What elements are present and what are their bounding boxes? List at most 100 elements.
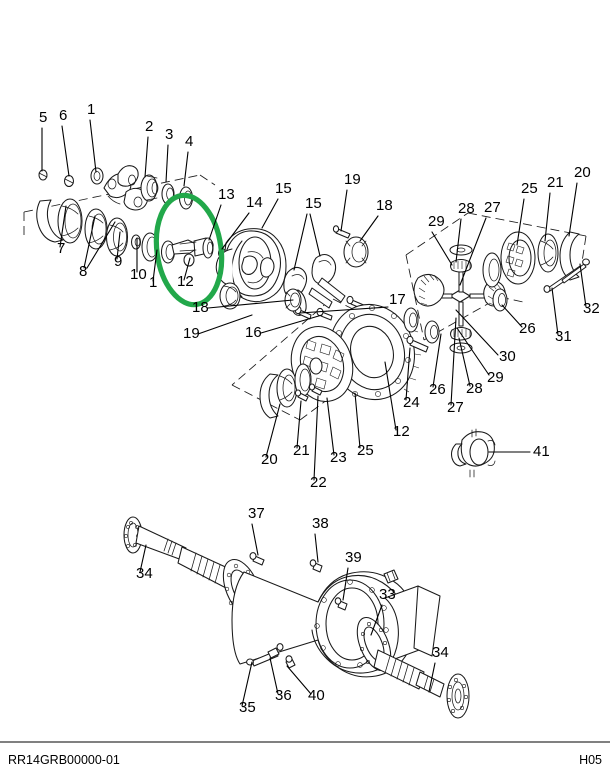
callout-leader-31	[551, 287, 559, 336]
callout-label-c9: 9	[114, 253, 122, 270]
callout-leader-4	[183, 151, 189, 187]
callout-leader-6	[61, 125, 70, 177]
callout-leader-19	[340, 189, 348, 232]
callout-leader-15	[309, 213, 321, 257]
callout-leader-25	[516, 198, 525, 246]
callout-label-c24: 24	[403, 394, 420, 411]
page-code: H05	[579, 753, 602, 767]
callout-label-c34a: 34	[136, 565, 153, 582]
callout-leader-20	[265, 403, 281, 458]
callout-label-c4: 4	[185, 133, 193, 150]
callout-label-c15a: 15	[275, 180, 292, 197]
upper-assembly	[23, 165, 590, 478]
callout-label-c29a: 29	[487, 369, 504, 386]
callout-leader-26	[432, 333, 442, 388]
callout-label-c21b: 21	[547, 174, 564, 191]
callout-label-c2: 2	[145, 118, 153, 135]
callout-leader-30	[455, 309, 499, 356]
callout-label-c14: 14	[246, 194, 263, 211]
callout-label-c26b: 26	[519, 320, 536, 337]
callout-leader-27	[459, 217, 487, 286]
callout-leader-34	[428, 662, 436, 693]
callout-leader-26	[501, 304, 523, 328]
callout-label-c5: 5	[39, 109, 47, 126]
callout-label-c12a: 12	[177, 273, 194, 290]
callout-leader-33	[370, 604, 383, 636]
callout-leader-40	[286, 665, 312, 695]
case-bearing-left-group	[259, 363, 323, 419]
callout-leader-35	[241, 661, 253, 707]
callout-label-c25b: 25	[521, 180, 538, 197]
callout-leader-34	[139, 544, 147, 573]
callout-label-c3: 3	[165, 126, 173, 143]
callout-leader-24	[405, 347, 411, 401]
yoke-cross-group	[90, 165, 148, 211]
callout-label-c28a: 28	[466, 380, 483, 397]
callout-label-c37: 37	[248, 505, 265, 522]
carrier-seal-group	[284, 236, 369, 312]
callout-label-c25a: 25	[357, 442, 374, 459]
callout-label-c33: 33	[379, 586, 396, 603]
axle-shaft-right	[373, 649, 470, 719]
callout-label-c13: 13	[218, 186, 235, 203]
callout-leader-20	[568, 182, 578, 237]
ring-gear-bolt-group	[406, 335, 429, 353]
callout-label-c41: 41	[533, 443, 550, 460]
callout-leader-15	[293, 213, 308, 271]
callout-label-c7: 7	[57, 240, 65, 257]
differential-bearing-right	[537, 233, 559, 273]
callout-label-c36: 36	[275, 687, 292, 704]
callout-leader-3	[165, 144, 169, 183]
callout-leader-29	[456, 327, 490, 376]
callout-leader-27	[450, 317, 457, 406]
callout-leader-13	[208, 204, 222, 241]
callout-label-c38: 38	[312, 515, 329, 532]
callout-label-c20b: 20	[574, 164, 591, 181]
callout-leader-12	[183, 257, 191, 281]
callout-leader-23	[326, 397, 335, 456]
callout-label-c19a: 19	[344, 171, 361, 188]
callout-label-c31: 31	[555, 328, 572, 345]
callout-label-c8: 8	[79, 263, 87, 280]
callout-label-c20a: 20	[261, 451, 278, 468]
callout-leader-29	[431, 231, 453, 266]
lower-assembly	[123, 516, 470, 719]
callout-leader-17	[299, 306, 389, 314]
callout-leader-18	[359, 215, 379, 242]
callout-label-c29b: 29	[428, 213, 445, 230]
callout-leader-15	[261, 198, 279, 229]
callout-label-c28b: 28	[458, 200, 475, 217]
callout-label-c10: 10	[130, 266, 147, 283]
callout-label-c1a: 1	[87, 101, 95, 118]
callout-leader-1	[152, 249, 158, 282]
callout-label-c32: 32	[583, 300, 600, 317]
pinion-nut-group	[38, 169, 75, 188]
callout-leader-7	[59, 205, 67, 248]
callout-leader-36	[269, 657, 279, 695]
callout-label-c39: 39	[345, 549, 362, 566]
callout-label-c27a: 27	[447, 399, 464, 416]
differential-case-right	[500, 231, 536, 285]
callout-label-c1b: 1	[149, 274, 157, 291]
callout-leader-14	[221, 212, 250, 250]
callout-leader-21	[544, 192, 551, 242]
callout-leader-28	[458, 337, 471, 387]
callout-label-c27b: 27	[484, 199, 501, 216]
green-highlight-ellipse	[153, 192, 225, 308]
callout-label-c21a: 21	[293, 442, 310, 459]
callout-leader-1	[89, 119, 97, 173]
callout-label-c17: 17	[389, 291, 406, 308]
callout-label-c18b: 18	[192, 299, 209, 316]
callout-leader-21	[296, 400, 302, 449]
callout-leader-8	[83, 215, 96, 269]
callout-leader-16	[260, 314, 323, 334]
callout-label-c18a: 18	[376, 197, 393, 214]
housing-fastener-group	[246, 552, 348, 669]
callout-label-c22: 22	[310, 474, 327, 491]
callout-leader-28	[455, 218, 462, 263]
callout-label-c34b: 34	[432, 644, 449, 661]
callout-leader-37	[251, 523, 259, 556]
axle-shaft-left	[123, 516, 233, 589]
